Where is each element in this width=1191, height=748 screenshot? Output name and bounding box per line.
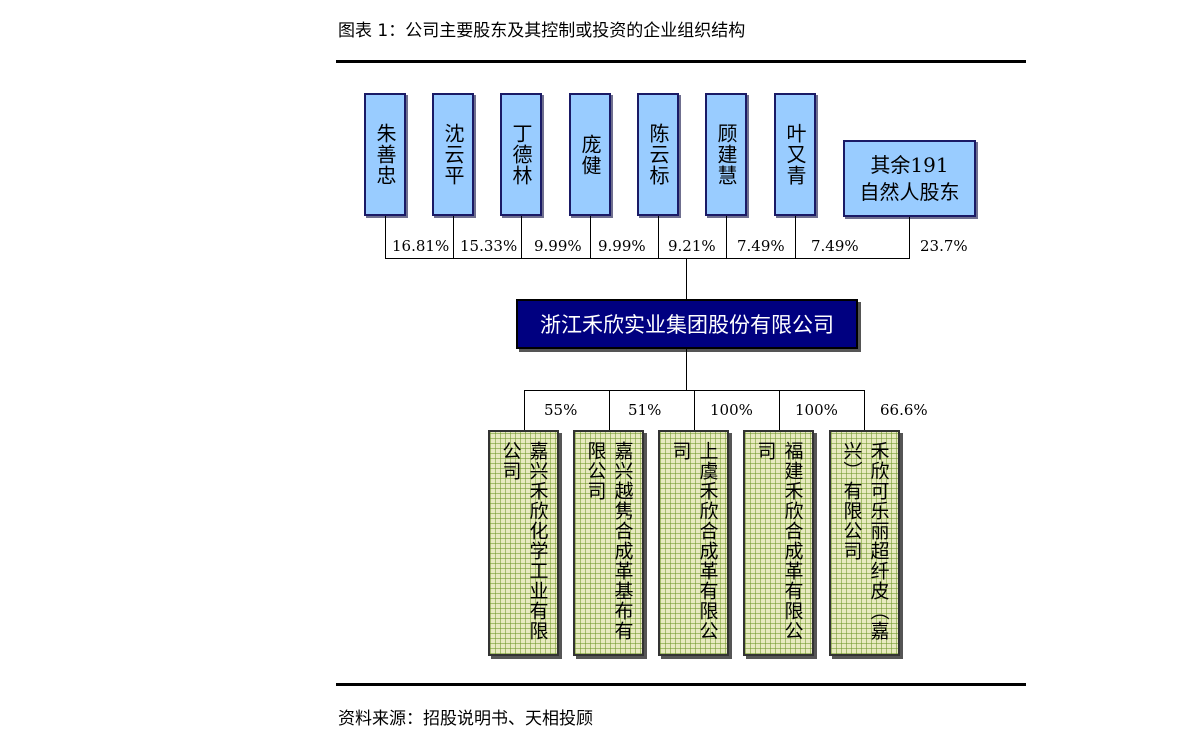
connector-line <box>609 390 610 430</box>
other-shareholders-line1: 其余191 <box>870 152 949 177</box>
subsidiary-name: 上虞禾欣合成革有限公司 <box>669 440 719 641</box>
shareholding-percent: 16.81% <box>392 237 450 255</box>
subsidiary-name: 嘉兴禾欣化学工业有限公司 <box>499 440 549 641</box>
shareholding-percent: 15.33% <box>460 237 518 255</box>
shareholding-percent: 23.7% <box>920 237 968 255</box>
shareholder-box: 顾建慧 <box>705 93 747 216</box>
shareholder-name: 陈云标 <box>646 123 670 186</box>
other-shareholders-box: 其余191 自然人股东 <box>843 140 976 217</box>
shareholding-percent: 9.99% <box>598 237 646 255</box>
other-shareholders-line2: 自然人股东 <box>859 179 960 204</box>
subsidiary-box: 嘉兴禾欣化学工业有限公司 <box>488 430 559 656</box>
connector-line <box>658 216 659 258</box>
shareholder-box: 丁德林 <box>500 93 542 216</box>
investment-percent: 100% <box>710 401 753 419</box>
shareholder-name: 沈云平 <box>441 123 465 186</box>
subsidiary-box: 嘉兴越隽合成革基布有限公司 <box>573 430 644 656</box>
connector-line <box>686 349 687 390</box>
shareholding-percent: 9.21% <box>668 237 716 255</box>
shareholder-name: 叶又青 <box>783 123 807 186</box>
shareholding-percent: 7.49% <box>811 237 859 255</box>
shareholder-name: 庞健 <box>578 133 602 176</box>
bottom-rule <box>336 683 1026 686</box>
shareholder-box: 叶又青 <box>774 93 816 216</box>
connector-line <box>694 390 695 430</box>
company-box: 浙江禾欣实业集团股份有限公司 <box>516 299 858 349</box>
connector-line <box>521 216 522 258</box>
figure-title: 图表 1：公司主要股东及其控制或投资的企业组织结构 <box>338 21 746 41</box>
shareholder-name: 丁德林 <box>509 123 533 186</box>
investment-percent: 51% <box>628 401 662 419</box>
connector-line <box>590 216 591 258</box>
shareholder-box: 朱善忠 <box>364 93 406 216</box>
subsidiary-box: 上虞禾欣合成革有限公司 <box>658 430 729 656</box>
shareholding-percent: 7.49% <box>737 237 785 255</box>
connector-line <box>686 258 687 299</box>
shareholder-name: 顾建慧 <box>714 123 738 186</box>
connector-line <box>524 390 525 430</box>
shareholder-name: 朱善忠 <box>373 123 397 186</box>
connector-line <box>909 217 910 258</box>
shareholder-box: 陈云标 <box>637 93 679 216</box>
connector-line <box>779 390 780 430</box>
investment-percent: 55% <box>544 401 578 419</box>
shareholder-box: 沈云平 <box>432 93 474 216</box>
connector-line <box>385 216 386 258</box>
shareholding-percent: 9.99% <box>534 237 582 255</box>
investment-percent: 66.6% <box>880 401 928 419</box>
connector-line <box>726 216 727 258</box>
connector-line <box>864 390 865 430</box>
connector-line <box>453 216 454 258</box>
investment-percent: 100% <box>795 401 838 419</box>
company-name: 浙江禾欣实业集团股份有限公司 <box>540 313 834 337</box>
source-note: 资料来源：招股说明书、天相投顾 <box>338 709 593 729</box>
connector-line <box>795 216 796 258</box>
top-rule <box>336 60 1026 63</box>
shareholder-box: 庞健 <box>569 93 611 216</box>
subsidiary-box: 禾欣可乐丽超纤皮（嘉兴）有限公司 <box>829 430 900 656</box>
subsidiary-name: 福建禾欣合成革有限公司 <box>754 440 804 641</box>
subsidiary-name: 嘉兴越隽合成革基布有限公司 <box>584 440 634 641</box>
subsidiary-name: 禾欣可乐丽超纤皮（嘉兴）有限公司 <box>840 440 890 641</box>
subsidiary-box: 福建禾欣合成革有限公司 <box>743 430 814 656</box>
connector-bus <box>385 258 910 259</box>
